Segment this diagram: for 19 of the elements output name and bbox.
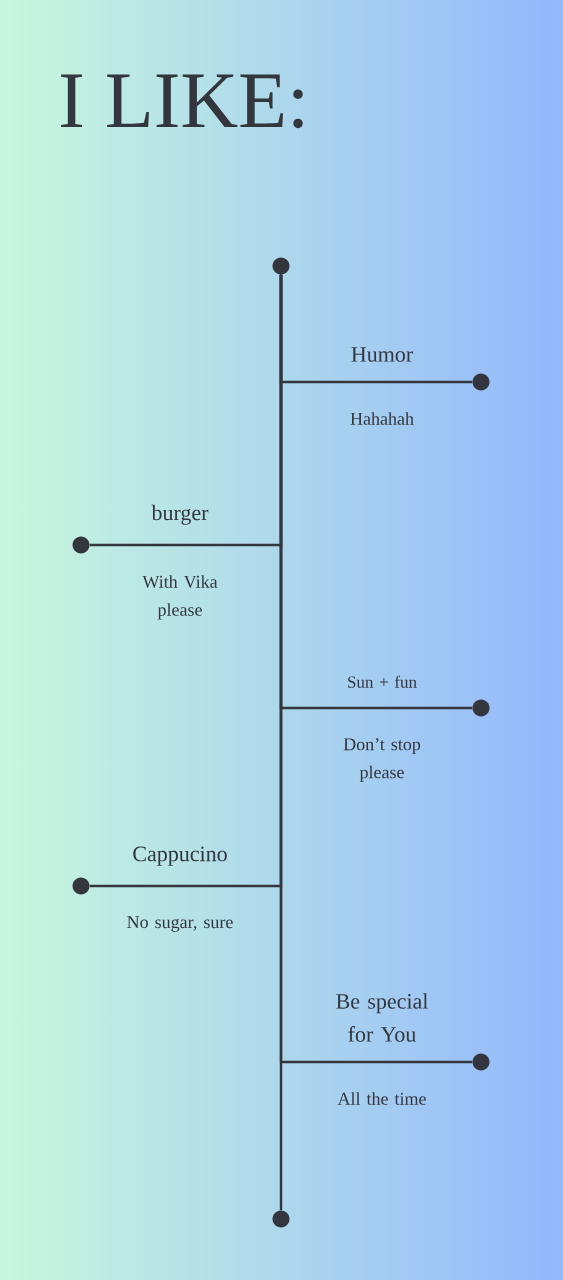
dot [272, 1210, 290, 1228]
item-heading: Humor [351, 347, 413, 362]
dot [72, 877, 90, 895]
branch-line [279, 274, 473, 1064]
item-heading: Sun + fun [348, 675, 417, 688]
dot [272, 257, 290, 275]
title: I LIKE: [61, 74, 303, 129]
item-heading: Cappucino [133, 846, 227, 866]
item-heading: burger [151, 504, 209, 525]
dot [72, 536, 90, 554]
dot [472, 1053, 490, 1071]
item-note: With Vika please [142, 575, 218, 620]
item-note: Hahahah [350, 412, 414, 425]
item-note: Don’t stop please [343, 738, 421, 782]
item-note: All the time [337, 1092, 426, 1105]
dot [472, 699, 490, 717]
item-note: No sugar, sure [127, 916, 233, 932]
item-heading: Be special for You [336, 993, 428, 1042]
dot [472, 373, 490, 391]
